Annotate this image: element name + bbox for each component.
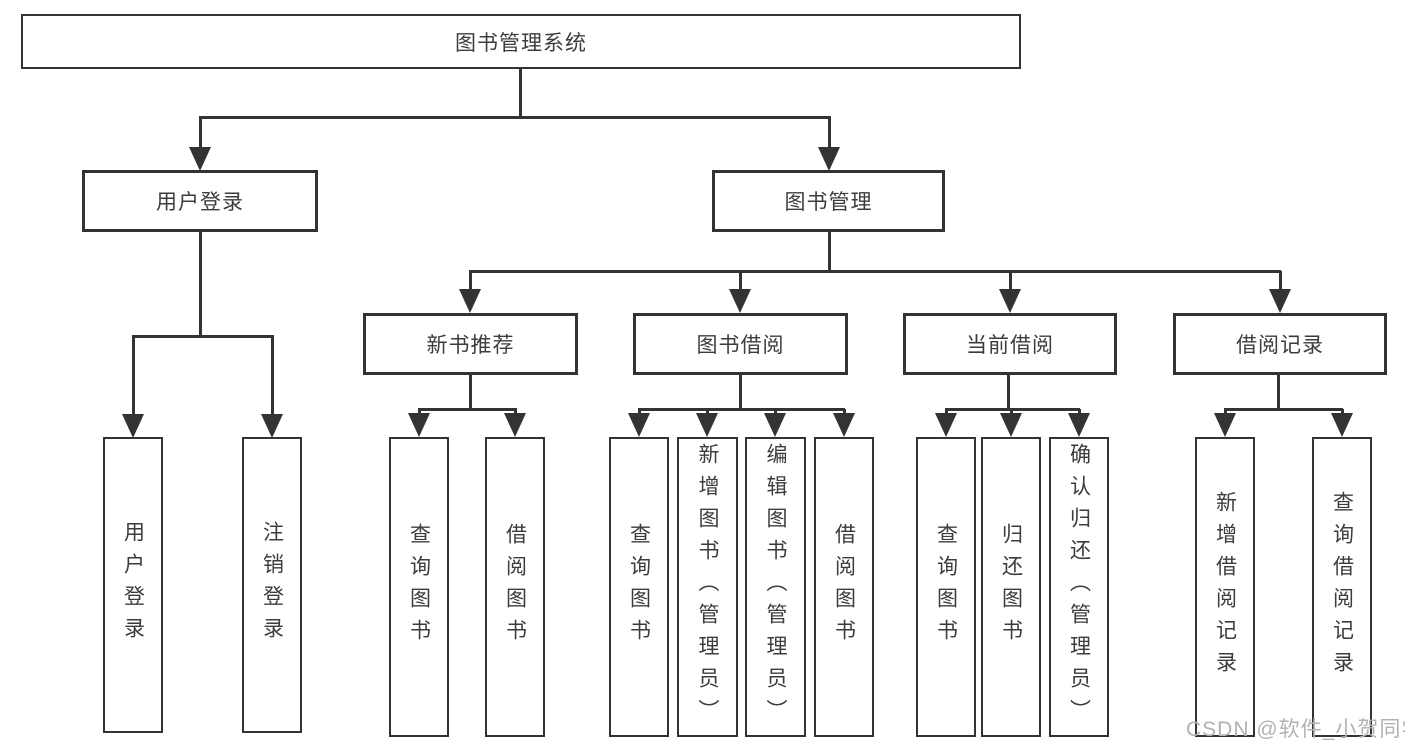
leaf-br-query-record-label: 查询借阅记录 [1330,491,1354,683]
leaf-nb-borrow-books: 借阅图书 [485,437,545,737]
node-book-management-label: 图书管理 [784,191,873,214]
connector-book-management-shaft [828,117,831,149]
leaf-cb-confirm-return: 确认归还（管理员） [1049,437,1109,737]
arrowhead-new-book [459,289,481,313]
connector-borrowing-records-bus [1224,408,1343,411]
arrowhead-login-leaf [122,414,144,438]
arrowhead-bb-add [696,413,718,437]
connector-user-login-shaft [199,117,202,149]
connector-user-login-stub [199,232,202,338]
leaf-br-query-record: 查询借阅记录 [1312,437,1372,737]
leaf-bb-edit-books-label: 编辑图书（管理员） [764,443,787,731]
node-root: 图书管理系统 [21,14,1021,69]
arrowhead-bb-borrow [833,413,855,437]
arrowhead-br-query [1331,413,1353,437]
connector-root-bus [199,116,831,119]
arrowhead-cb-query [935,413,957,437]
leaf-bb-edit-books: 编辑图书（管理员） [745,437,806,737]
leaf-nb-borrow-books-label: 借阅图书 [503,523,527,651]
arrowhead-nb-borrow [504,413,526,437]
node-book-borrowing-label: 图书借阅 [696,334,785,357]
leaf-logout-label: 注销登录 [260,521,284,649]
leaf-cb-return-books-label: 归还图书 [999,523,1023,651]
arrowhead-bb-query [628,413,650,437]
connector-book-borrowing-stub [739,374,742,411]
connector-current-borrowing-stub [1007,374,1010,411]
leaf-nb-query-books-label: 查询图书 [407,523,431,651]
arrowhead-nb-query [408,413,430,437]
leaf-bb-query-books-label: 查询图书 [627,523,651,651]
connector-current-borrowing-shaft [1009,271,1012,291]
connector-book-borrowing-bus [638,408,845,411]
connector-login-leaf-shaft [132,336,135,416]
connector-root-stub [519,69,522,119]
arrowhead-book-management [818,147,840,171]
leaf-bb-borrow-books-label: 借阅图书 [832,523,856,651]
connector-user-login-bus [132,335,274,338]
connector-level3-bus [469,270,1281,273]
node-current-borrowing: 当前借阅 [903,313,1117,375]
node-borrowing-records: 借阅记录 [1173,313,1387,375]
connector-borrowing-records-shaft [1279,271,1282,291]
node-user-login-label: 用户登录 [156,191,244,214]
leaf-cb-query-books-label: 查询图书 [934,523,958,651]
arrowhead-cb-return [1000,413,1022,437]
node-root-label: 图书管理系统 [455,31,587,55]
connector-new-book-shaft [469,271,472,291]
leaf-bb-add-books: 新增图书（管理员） [677,437,738,737]
node-borrowing-records-label: 借阅记录 [1236,334,1324,357]
leaf-user-login-label: 用户登录 [121,521,145,649]
leaf-bb-add-books-label: 新增图书（管理员） [696,443,719,731]
node-current-borrowing-label: 当前借阅 [966,334,1054,357]
node-new-book-recommendation-label: 新书推荐 [426,334,515,357]
arrowhead-logout-leaf [261,414,283,438]
connector-book-borrowing-shaft [739,271,742,291]
watermark: CSDN @软件_小贺同学 [1186,718,1405,741]
arrowhead-br-add [1214,413,1236,437]
arrowhead-user-login [189,147,211,171]
connector-book-management-stub [828,232,831,273]
leaf-br-add-record: 新增借阅记录 [1195,437,1255,737]
leaf-cb-return-books: 归还图书 [981,437,1041,737]
arrowhead-current-borrowing [999,289,1021,313]
node-book-borrowing: 图书借阅 [633,313,848,375]
leaf-logout: 注销登录 [242,437,302,733]
connector-new-book-stub [469,374,472,411]
connector-logout-leaf-shaft [271,336,274,416]
arrowhead-book-borrowing [729,289,751,313]
connector-new-book-bus [418,408,517,411]
leaf-nb-query-books: 查询图书 [389,437,449,737]
leaf-br-add-record-label: 新增借阅记录 [1213,491,1237,683]
leaf-cb-query-books: 查询图书 [916,437,976,737]
arrowhead-borrowing-records [1269,289,1291,313]
leaf-bb-query-books: 查询图书 [609,437,669,737]
leaf-bb-borrow-books: 借阅图书 [814,437,874,737]
arrowhead-cb-confirm [1068,413,1090,437]
node-new-book-recommendation: 新书推荐 [363,313,578,375]
connector-borrowing-records-stub [1277,374,1280,411]
leaf-user-login: 用户登录 [103,437,163,733]
arrowhead-bb-edit [764,413,786,437]
node-book-management: 图书管理 [712,170,945,232]
node-user-login: 用户登录 [82,170,318,232]
leaf-cb-confirm-return-label: 确认归还（管理员） [1067,443,1091,731]
